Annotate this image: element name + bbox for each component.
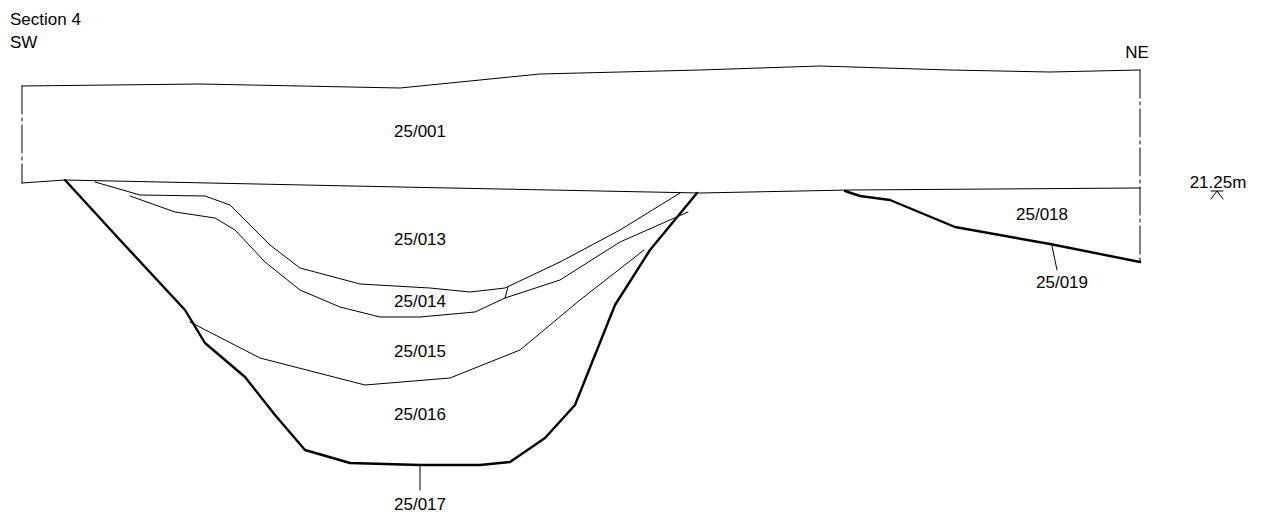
section-edge (22, 86, 23, 183)
layer-boundary (190, 250, 644, 385)
layer-boundary (22, 180, 1140, 193)
cut-line (65, 180, 697, 465)
leader-line (1052, 246, 1057, 270)
datum-symbol (1211, 191, 1223, 199)
context-number: 25/018 (1016, 206, 1068, 225)
datum-level: 21.25m (1190, 174, 1247, 193)
context-number: 25/019 (1036, 274, 1088, 293)
context-number: 25/015 (394, 343, 446, 362)
orientation-label: SW (10, 34, 37, 53)
cut-line (845, 191, 1140, 262)
context-number: 25/013 (394, 231, 446, 250)
context-number: 25/014 (394, 293, 446, 312)
layer-boundary (130, 196, 508, 317)
layer-boundary (95, 182, 680, 292)
context-number: 25/017 (394, 496, 446, 515)
context-number: 25/001 (394, 123, 446, 142)
leader-line (420, 466, 421, 490)
context-number: 25/016 (394, 406, 446, 425)
section-title: Section 4 (10, 11, 81, 30)
ground-surface (22, 66, 1140, 88)
orientation-label: NE (1125, 44, 1149, 63)
section-edge (1140, 70, 1141, 262)
layer-boundary (505, 212, 688, 298)
